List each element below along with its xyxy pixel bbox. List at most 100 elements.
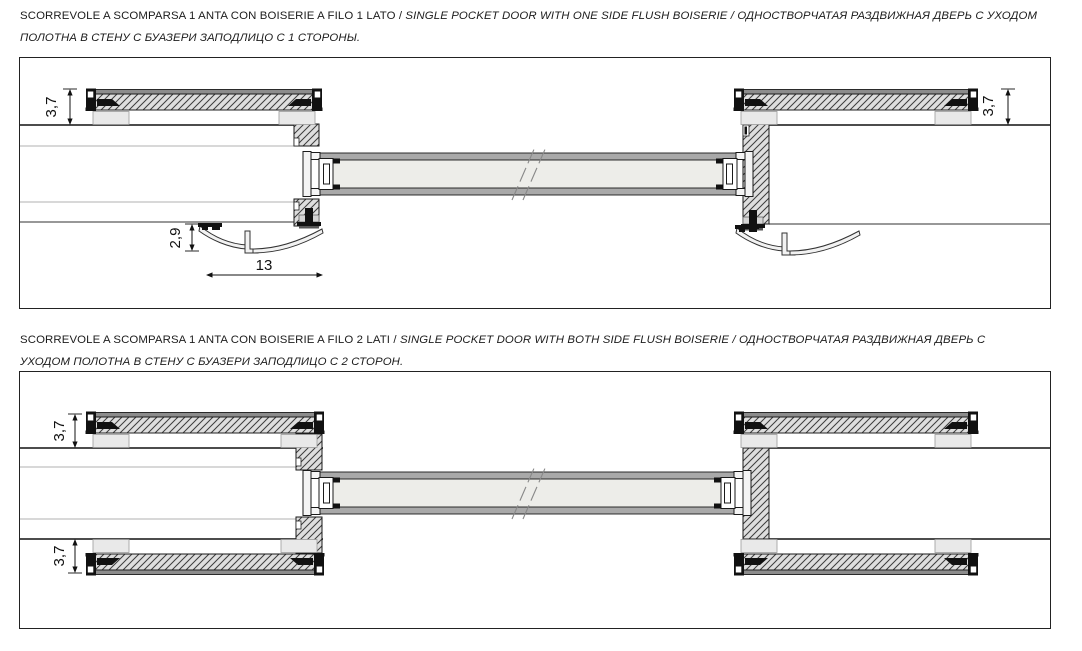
handle-blade xyxy=(789,230,861,256)
door-core xyxy=(320,159,736,189)
panel-face-cap xyxy=(736,569,976,575)
end-clip-foot xyxy=(313,107,323,111)
dim-label: 2,9 xyxy=(167,228,184,249)
drawing-one-side-flush: 3,7 3,7 2,9 13 xyxy=(20,88,1050,278)
panel-face-cap xyxy=(736,89,976,95)
stile-tab xyxy=(310,471,321,479)
wall-left xyxy=(20,447,323,540)
stile-tab xyxy=(310,507,321,515)
angle-bracket xyxy=(290,558,313,565)
mounting-block xyxy=(92,111,130,125)
diagram-two-sides-flush: 3,7 3,7 xyxy=(19,371,1051,629)
panel-core xyxy=(88,93,320,111)
dim-arrow xyxy=(1005,89,1011,96)
stile-clip xyxy=(714,503,721,509)
jamb-pin xyxy=(744,126,747,135)
end-clip-hole xyxy=(314,91,321,98)
guide-base-plate xyxy=(299,226,319,229)
end-clip-hole xyxy=(970,566,977,573)
mounting-block xyxy=(934,539,972,553)
mounting-block xyxy=(92,539,130,553)
panel-face-cap xyxy=(88,89,320,95)
end-clip-foot xyxy=(315,430,325,434)
end-clip-foot xyxy=(733,430,743,434)
door-panel xyxy=(302,146,754,201)
mounting-block xyxy=(278,111,316,125)
end-clip xyxy=(968,411,978,434)
door-rail-top xyxy=(319,471,735,480)
angle-bracket xyxy=(290,422,313,429)
panel-core xyxy=(88,416,322,434)
stile-tab xyxy=(310,152,321,160)
end-clip-foot xyxy=(85,553,95,557)
jamb-notch xyxy=(295,520,302,530)
door-core xyxy=(320,478,734,508)
boiserie-panel-bottom-right xyxy=(733,539,979,576)
stile-web xyxy=(323,163,330,185)
jamb-notch xyxy=(293,201,300,211)
section-title-one-side: SCORREVOLE A SCOMPARSA 1 ANTA CON BOISER… xyxy=(20,5,1038,50)
dim-label: 3,7 xyxy=(43,97,60,118)
end-clip-hole xyxy=(316,414,323,421)
end-clip-foot xyxy=(969,430,979,434)
panel-core xyxy=(88,553,322,571)
dim-arrow xyxy=(67,118,73,125)
dim-boiserie-top: 3,7 xyxy=(51,413,82,449)
handle-clip xyxy=(739,229,745,232)
dim-label: 13 xyxy=(256,257,273,274)
mounting-block xyxy=(934,111,972,125)
angle-bracket xyxy=(97,558,120,565)
end-clip-hole xyxy=(735,91,742,98)
dim-arrow xyxy=(1005,118,1011,125)
panel-face-cap xyxy=(88,412,322,418)
boiserie-panel-bottom-left xyxy=(85,539,325,576)
dim-arrow xyxy=(72,441,78,448)
dim-boiserie-bottom: 3,7 xyxy=(51,538,82,574)
handle-clip xyxy=(212,227,220,230)
handle-clip xyxy=(198,223,222,227)
stile-tab xyxy=(310,188,321,196)
dim-label: 3,7 xyxy=(51,546,68,567)
angle-bracket xyxy=(97,422,120,429)
door-jamb xyxy=(742,122,770,225)
floor-guide-left xyxy=(297,208,321,229)
mounting-block xyxy=(280,539,318,553)
title-translation-part: SINGLE POCKET DOOR WITH BOTH SIDE FLUSH … xyxy=(20,334,986,369)
boiserie-panel-top-left xyxy=(85,88,323,125)
end-clip xyxy=(968,88,978,111)
end-clip-foot xyxy=(733,107,743,111)
mounting-block xyxy=(740,111,778,125)
end-clip xyxy=(86,553,96,576)
panel-face-cap xyxy=(88,569,322,575)
wall-right xyxy=(769,124,1050,225)
handle-clip xyxy=(735,225,759,229)
boiserie-panel-top-right xyxy=(733,411,979,448)
panel-core xyxy=(736,416,976,434)
end-clip-hole xyxy=(87,414,94,421)
panel-core xyxy=(736,93,976,111)
angle-bracket xyxy=(745,558,768,565)
stile-clip xyxy=(714,477,721,483)
stile-plate xyxy=(302,151,312,197)
end-clip-foot xyxy=(85,430,95,434)
end-clip-hole xyxy=(316,566,323,573)
title-italian-part: SCORREVOLE A SCOMPARSA 1 ANTA CON BOISER… xyxy=(20,334,400,346)
dim-boiserie-right: 3,7 xyxy=(980,88,1015,126)
stile-plate xyxy=(744,151,754,197)
stile-tab xyxy=(735,152,746,160)
dim-arrow xyxy=(206,272,213,278)
end-clip xyxy=(968,553,978,576)
title-translation-part: SINGLE POCKET DOOR WITH ONE SIDE FLUSH B… xyxy=(20,10,1038,45)
end-clip xyxy=(86,411,96,434)
handle-clip xyxy=(749,229,757,232)
end-clip-hole xyxy=(970,414,977,421)
end-clip xyxy=(734,88,744,111)
door-rail-top xyxy=(319,152,737,161)
dim-handle-width: 13 xyxy=(206,257,323,278)
dim-arrow xyxy=(72,414,78,421)
angle-bracket xyxy=(97,99,120,106)
dim-label: 3,7 xyxy=(980,96,997,117)
angle-bracket xyxy=(944,558,967,565)
end-clip-foot xyxy=(969,107,979,111)
door-panel xyxy=(302,465,752,520)
